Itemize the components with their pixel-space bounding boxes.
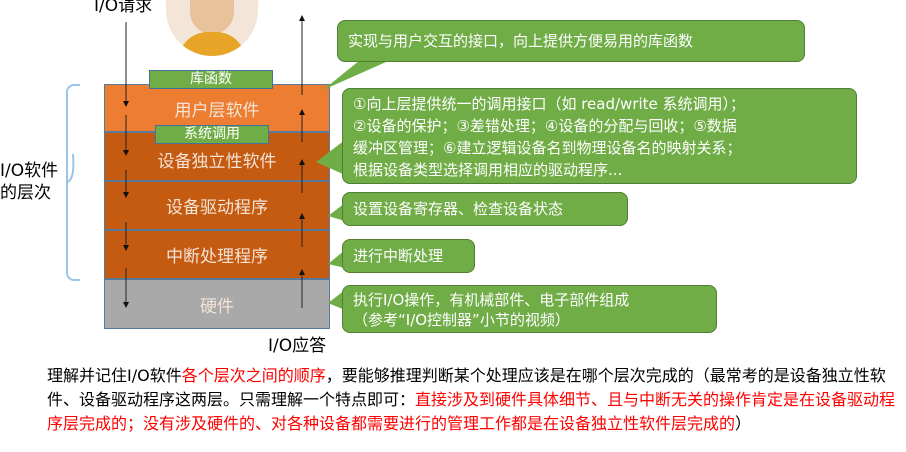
note-highlight: 各个层次之间的顺序	[181, 366, 326, 385]
callout-text: 设置设备寄存器、检查设备状态	[353, 200, 564, 218]
callout-text: 进行中断处理	[353, 247, 444, 265]
summary-note: 理解并记住I/O软件各个层次之间的顺序，要能够推理判断某个处理应该是在哪个层次完…	[47, 364, 897, 436]
io-request-label: I/O请求	[94, 0, 153, 16]
layer-label: 硬件	[200, 296, 234, 317]
layer-label: 用户层软件	[174, 100, 260, 121]
callout-text: ②设备的保护；③差错处理；④设备的分配与回收；⑤数据	[353, 117, 737, 135]
callout-device-independent: ①向上层提供统一的调用接口（如 read/write 系统调用）； ②设备的保护…	[342, 88, 857, 184]
callout-text: 实现与用户交互的接口，向上提供方便易用的库函数	[348, 32, 694, 50]
layer-label: 中断处理程序	[166, 247, 268, 267]
note-highlight: 直接涉及到硬件具体细节、且与中断无关的操作肯定是在设备驱动程序层完成的；没有涉及…	[47, 390, 896, 433]
callout-text: ①向上层提供统一的调用接口（如 read/write 系统调用）；	[353, 95, 746, 113]
callout-text: 缓冲区管理；⑥建立逻辑设备名到物理设备名的映射关系；	[353, 139, 742, 157]
callout-text: 执行I/O操作，有机械部件、电子部件组成	[353, 291, 630, 309]
callout-hardware: 执行I/O操作，有机械部件、电子部件组成 （参考“I/O控制器”小节的视频）	[342, 285, 717, 333]
brace-label-line1: I/O软件	[0, 161, 59, 181]
note-text: 理解并记住I/O软件	[47, 366, 182, 385]
layer-label: 设备驱动程序	[166, 198, 268, 218]
io-response-label: I/O应答	[268, 336, 327, 356]
library-function-tag: 库函数	[149, 70, 273, 89]
callout-text: （参考“I/O控制器”小节的视频）	[353, 311, 570, 329]
layer-device-driver: 设备驱动程序	[104, 181, 330, 230]
note-text: ）	[735, 414, 752, 433]
layer-hardware: 硬件	[104, 279, 330, 329]
layer-interrupt-handler: 中断处理程序	[104, 230, 330, 279]
layer-label: 设备独立性软件	[157, 152, 277, 172]
callout-text: 根据设备类型选择调用相应的驱动程序...	[353, 161, 623, 179]
io-software-levels-label: I/O软件 的层次	[0, 160, 58, 204]
note-text: ，要能够推理判断某个处理应该是在哪个层次完成的（最常考的是设备独立性软件、设备驱…	[47, 366, 886, 409]
io-software-brace	[66, 84, 80, 182]
callout-device-driver: 设置设备寄存器、检查设备状态	[342, 192, 628, 226]
system-call-tag: 系统调用	[155, 125, 269, 144]
brace-label-line2: 的层次	[0, 183, 51, 203]
callout-interrupt-handler: 进行中断处理	[342, 239, 475, 273]
layer-user-software: 用户层软件	[104, 84, 330, 132]
io-software-brace-lower	[66, 180, 80, 281]
callout-user-software: 实现与用户交互的接口，向上提供方便易用的库函数	[337, 20, 805, 62]
